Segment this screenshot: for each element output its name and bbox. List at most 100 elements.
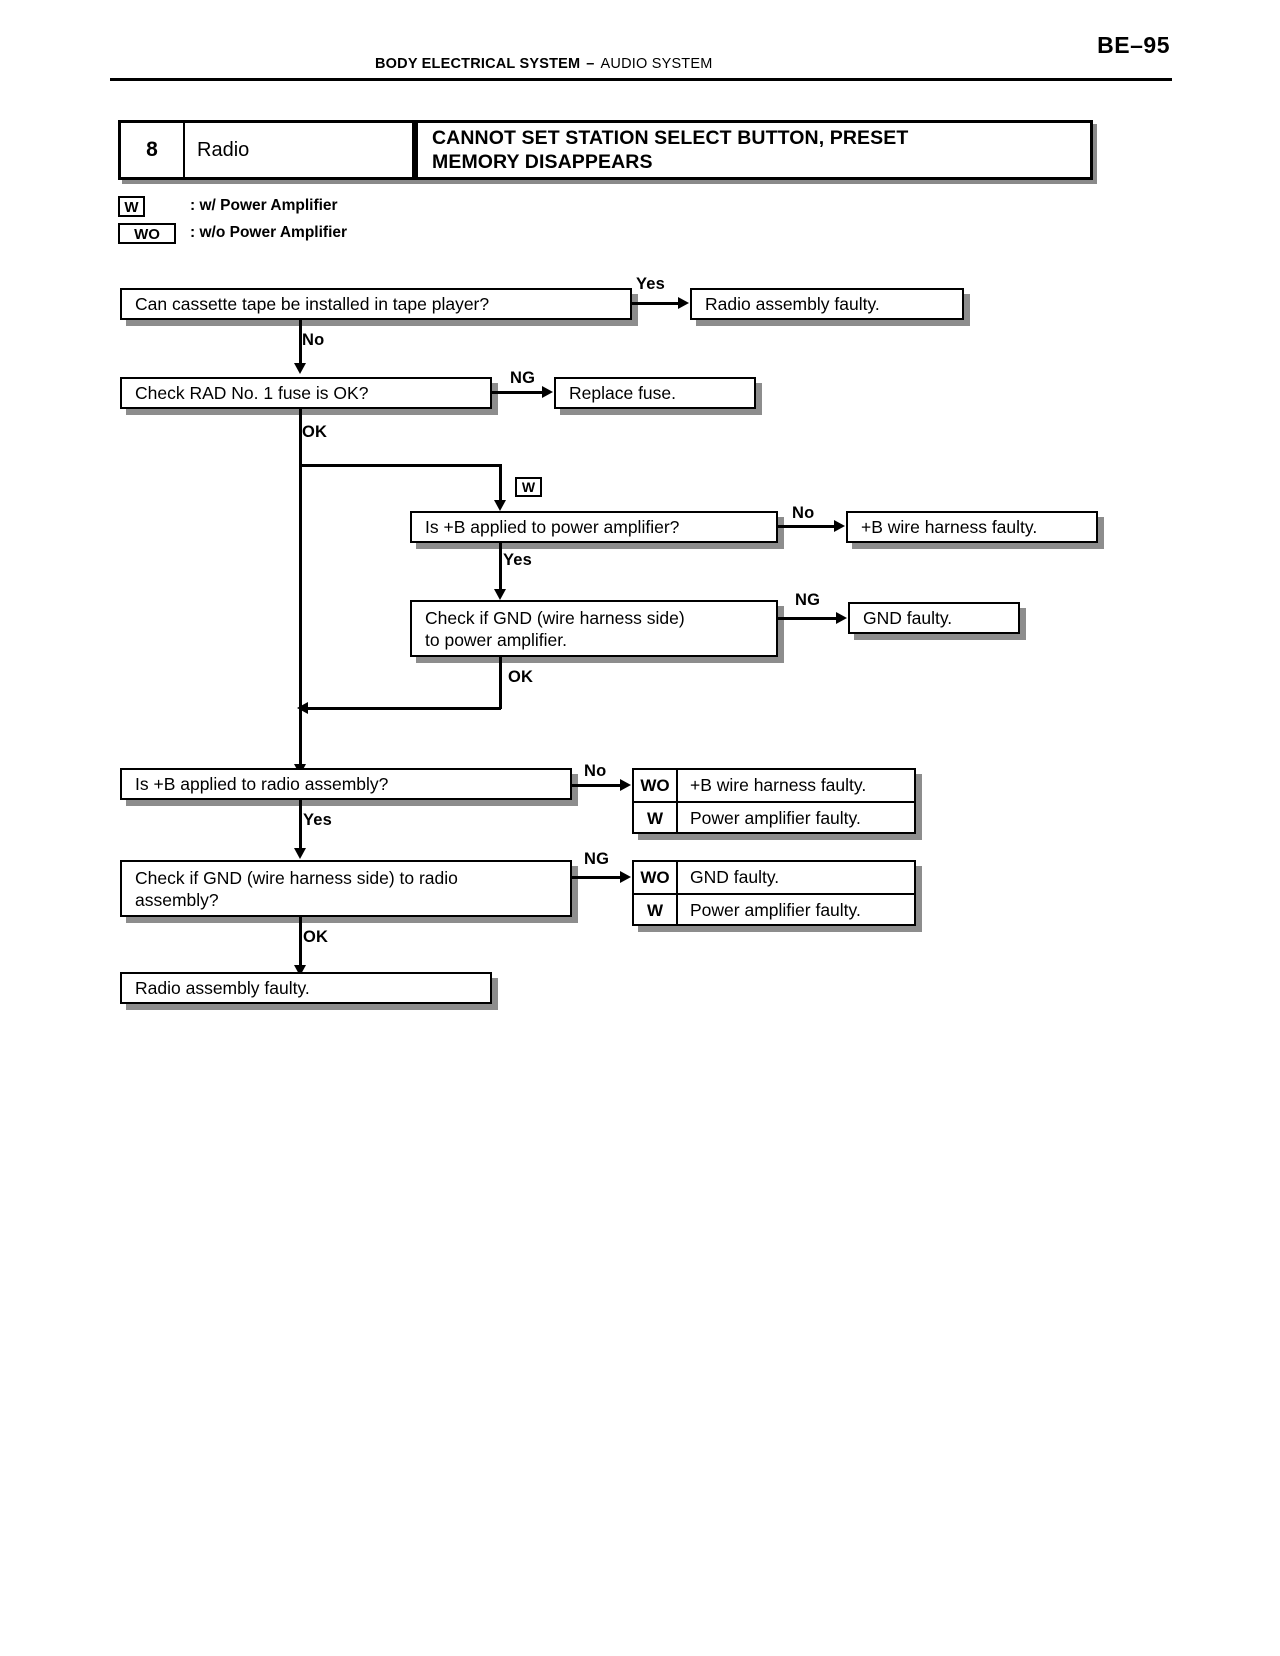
split-result-r6: WO GND faulty. W Power amplifier faulty. [632, 860, 916, 926]
edge-q4-ok-vline [499, 657, 502, 709]
edge-q1-no-line [299, 320, 302, 367]
title-block: 8 Radio CANNOT SET STATION SELECT BUTTON… [118, 120, 1097, 184]
split-result-r5: WO +B wire harness faulty. W Power ampli… [632, 768, 916, 834]
flow-box-q1-text: Can cassette tape be installed in tape p… [135, 294, 490, 314]
flow-box-q6-line2: assembly? [135, 889, 219, 910]
problem-line-2: MEMORY DISAPPEARS [432, 151, 653, 173]
split-result-r6-tag-w: W [634, 895, 678, 926]
split-result-r5-tag-wo: WO [634, 770, 678, 801]
split-result-r5-text-w: Power amplifier faulty. [690, 808, 861, 828]
edge-label-no-1: No [302, 331, 325, 349]
page-number: BE–95 [1097, 32, 1170, 58]
edge-label-ok-3: OK [303, 928, 329, 946]
edge-q6-ng-arrowhead [620, 871, 631, 883]
edge-label-yes-1: Yes [636, 275, 666, 293]
flow-box-r7: Radio assembly faulty. [120, 972, 492, 1004]
edge-q5-no-line [572, 784, 624, 787]
flow-box-r3: +B wire harness faulty. [846, 511, 1098, 543]
header-subsection: AUDIO SYSTEM [600, 56, 713, 72]
edge-q3-yes-arrowhead [494, 589, 506, 600]
flow-box-q4-line1: Check if GND (wire harness side) [425, 607, 685, 628]
flow-box-q2-text: Check RAD No. 1 fuse is OK? [135, 383, 369, 403]
main-spine-line [299, 409, 302, 770]
split-result-r6-tag-wo: WO [634, 862, 678, 893]
flow-box-q3-text: Is +B applied to power amplifier? [425, 517, 680, 537]
split-result-r6-text-wo: GND faulty. [690, 867, 780, 887]
flow-box-q6-line1: Check if GND (wire harness side) to radi… [135, 867, 458, 888]
title-block-component: Radio [197, 138, 250, 161]
split-result-r6-row-wo: WO GND faulty. [634, 862, 914, 893]
legend: W : w/ Power Amplifier WO : w/o Power Am… [118, 196, 347, 250]
split-result-r5-row-wo: WO +B wire harness faulty. [634, 770, 914, 801]
edge-q4-ok-arrowhead [297, 702, 308, 714]
header-separator: – [586, 56, 595, 72]
page-header-title: BODY ELECTRICAL SYSTEM–AUDIO SYSTEM [375, 56, 713, 72]
header-section: BODY ELECTRICAL SYSTEM [375, 56, 581, 72]
flow-box-q2: Check RAD No. 1 fuse is OK? [120, 377, 492, 409]
edge-q1-yes-line [632, 302, 682, 305]
flow-box-r4-text: GND faulty. [863, 608, 953, 628]
legend-tag-wo: WO [118, 223, 176, 244]
flow-box-r2-text: Replace fuse. [569, 383, 677, 403]
branch-to-w-hline [299, 464, 502, 467]
flow-box-q3: Is +B applied to power amplifier? [410, 511, 778, 543]
flow-tag-w-marker: W [515, 477, 542, 497]
flow-box-q1: Can cassette tape be installed in tape p… [120, 288, 632, 320]
branch-to-w-vline [499, 464, 502, 504]
flow-box-r4: GND faulty. [848, 602, 1020, 634]
edge-label-yes-3: Yes [303, 811, 333, 829]
legend-tag-w: W [118, 196, 145, 217]
split-result-r6-text-w: Power amplifier faulty. [690, 900, 861, 920]
edge-q6-ok-arrowhead [294, 965, 306, 976]
edge-q1-yes-arrowhead [678, 297, 689, 309]
flow-box-q6: Check if GND (wire harness side) to radi… [120, 860, 572, 917]
flow-box-r3-text: +B wire harness faulty. [861, 517, 1038, 537]
flow-box-q5-text: Is +B applied to radio assembly? [135, 774, 389, 794]
edge-q3-no-line [778, 525, 838, 528]
edge-q2-ng-line [492, 391, 546, 394]
flow-box-r1-text: Radio assembly faulty. [705, 294, 880, 314]
edge-q3-no-arrowhead [834, 520, 845, 532]
edge-label-no-2: No [792, 504, 815, 522]
legend-row-wo: WO : w/o Power Amplifier [118, 223, 347, 250]
edge-q4-ng-line [778, 617, 840, 620]
flow-box-q4-line2: to power amplifier. [425, 629, 568, 650]
edge-label-yes-2: Yes [503, 551, 533, 569]
edge-q4-ok-hline [305, 707, 501, 710]
edge-label-ok-1: OK [302, 423, 328, 441]
edge-q3-yes-line [499, 543, 502, 593]
split-result-r5-tag-w: W [634, 803, 678, 834]
title-block-problem: CANNOT SET STATION SELECT BUTTON, PRESET… [415, 120, 1093, 180]
flow-box-q4: Check if GND (wire harness side) to powe… [410, 600, 778, 657]
edge-label-no-3: No [584, 762, 607, 780]
split-result-r6-row-w: W Power amplifier faulty. [634, 893, 914, 926]
edge-label-ok-2: OK [508, 668, 534, 686]
edge-q4-ng-arrowhead [836, 612, 847, 624]
edge-q2-ng-arrowhead [542, 386, 553, 398]
split-result-r5-text-wo: +B wire harness faulty. [690, 775, 867, 795]
flow-box-q6-text: Check if GND (wire harness side) to radi… [122, 867, 458, 911]
legend-text-wo: : w/o Power Amplifier [190, 224, 348, 241]
flow-box-q4-text: Check if GND (wire harness side) to powe… [412, 607, 685, 651]
flow-box-r2: Replace fuse. [554, 377, 756, 409]
legend-row-w: W : w/ Power Amplifier [118, 196, 338, 223]
legend-text-w: : w/ Power Amplifier [190, 197, 338, 214]
edge-q6-ng-line [572, 876, 624, 879]
title-block-left: 8 Radio [118, 120, 415, 180]
title-block-number: 8 [146, 138, 158, 161]
header-divider-rule [110, 78, 1172, 81]
edge-q5-no-arrowhead [620, 779, 631, 791]
problem-line-1: CANNOT SET STATION SELECT BUTTON, PRESET [432, 127, 909, 149]
flow-box-r7-text: Radio assembly faulty. [135, 978, 310, 998]
edge-q1-no-arrowhead [294, 363, 306, 374]
edge-q5-yes-line [299, 800, 302, 852]
split-result-r5-row-w: W Power amplifier faulty. [634, 801, 914, 834]
flow-box-r1: Radio assembly faulty. [690, 288, 964, 320]
edge-label-ng-2: NG [795, 591, 821, 609]
title-block-divider [183, 123, 185, 177]
edge-q6-ok-line [299, 917, 302, 969]
edge-label-ng-3: NG [584, 850, 610, 868]
edge-label-ng-1: NG [510, 369, 536, 387]
edge-q5-yes-arrowhead [294, 848, 306, 859]
